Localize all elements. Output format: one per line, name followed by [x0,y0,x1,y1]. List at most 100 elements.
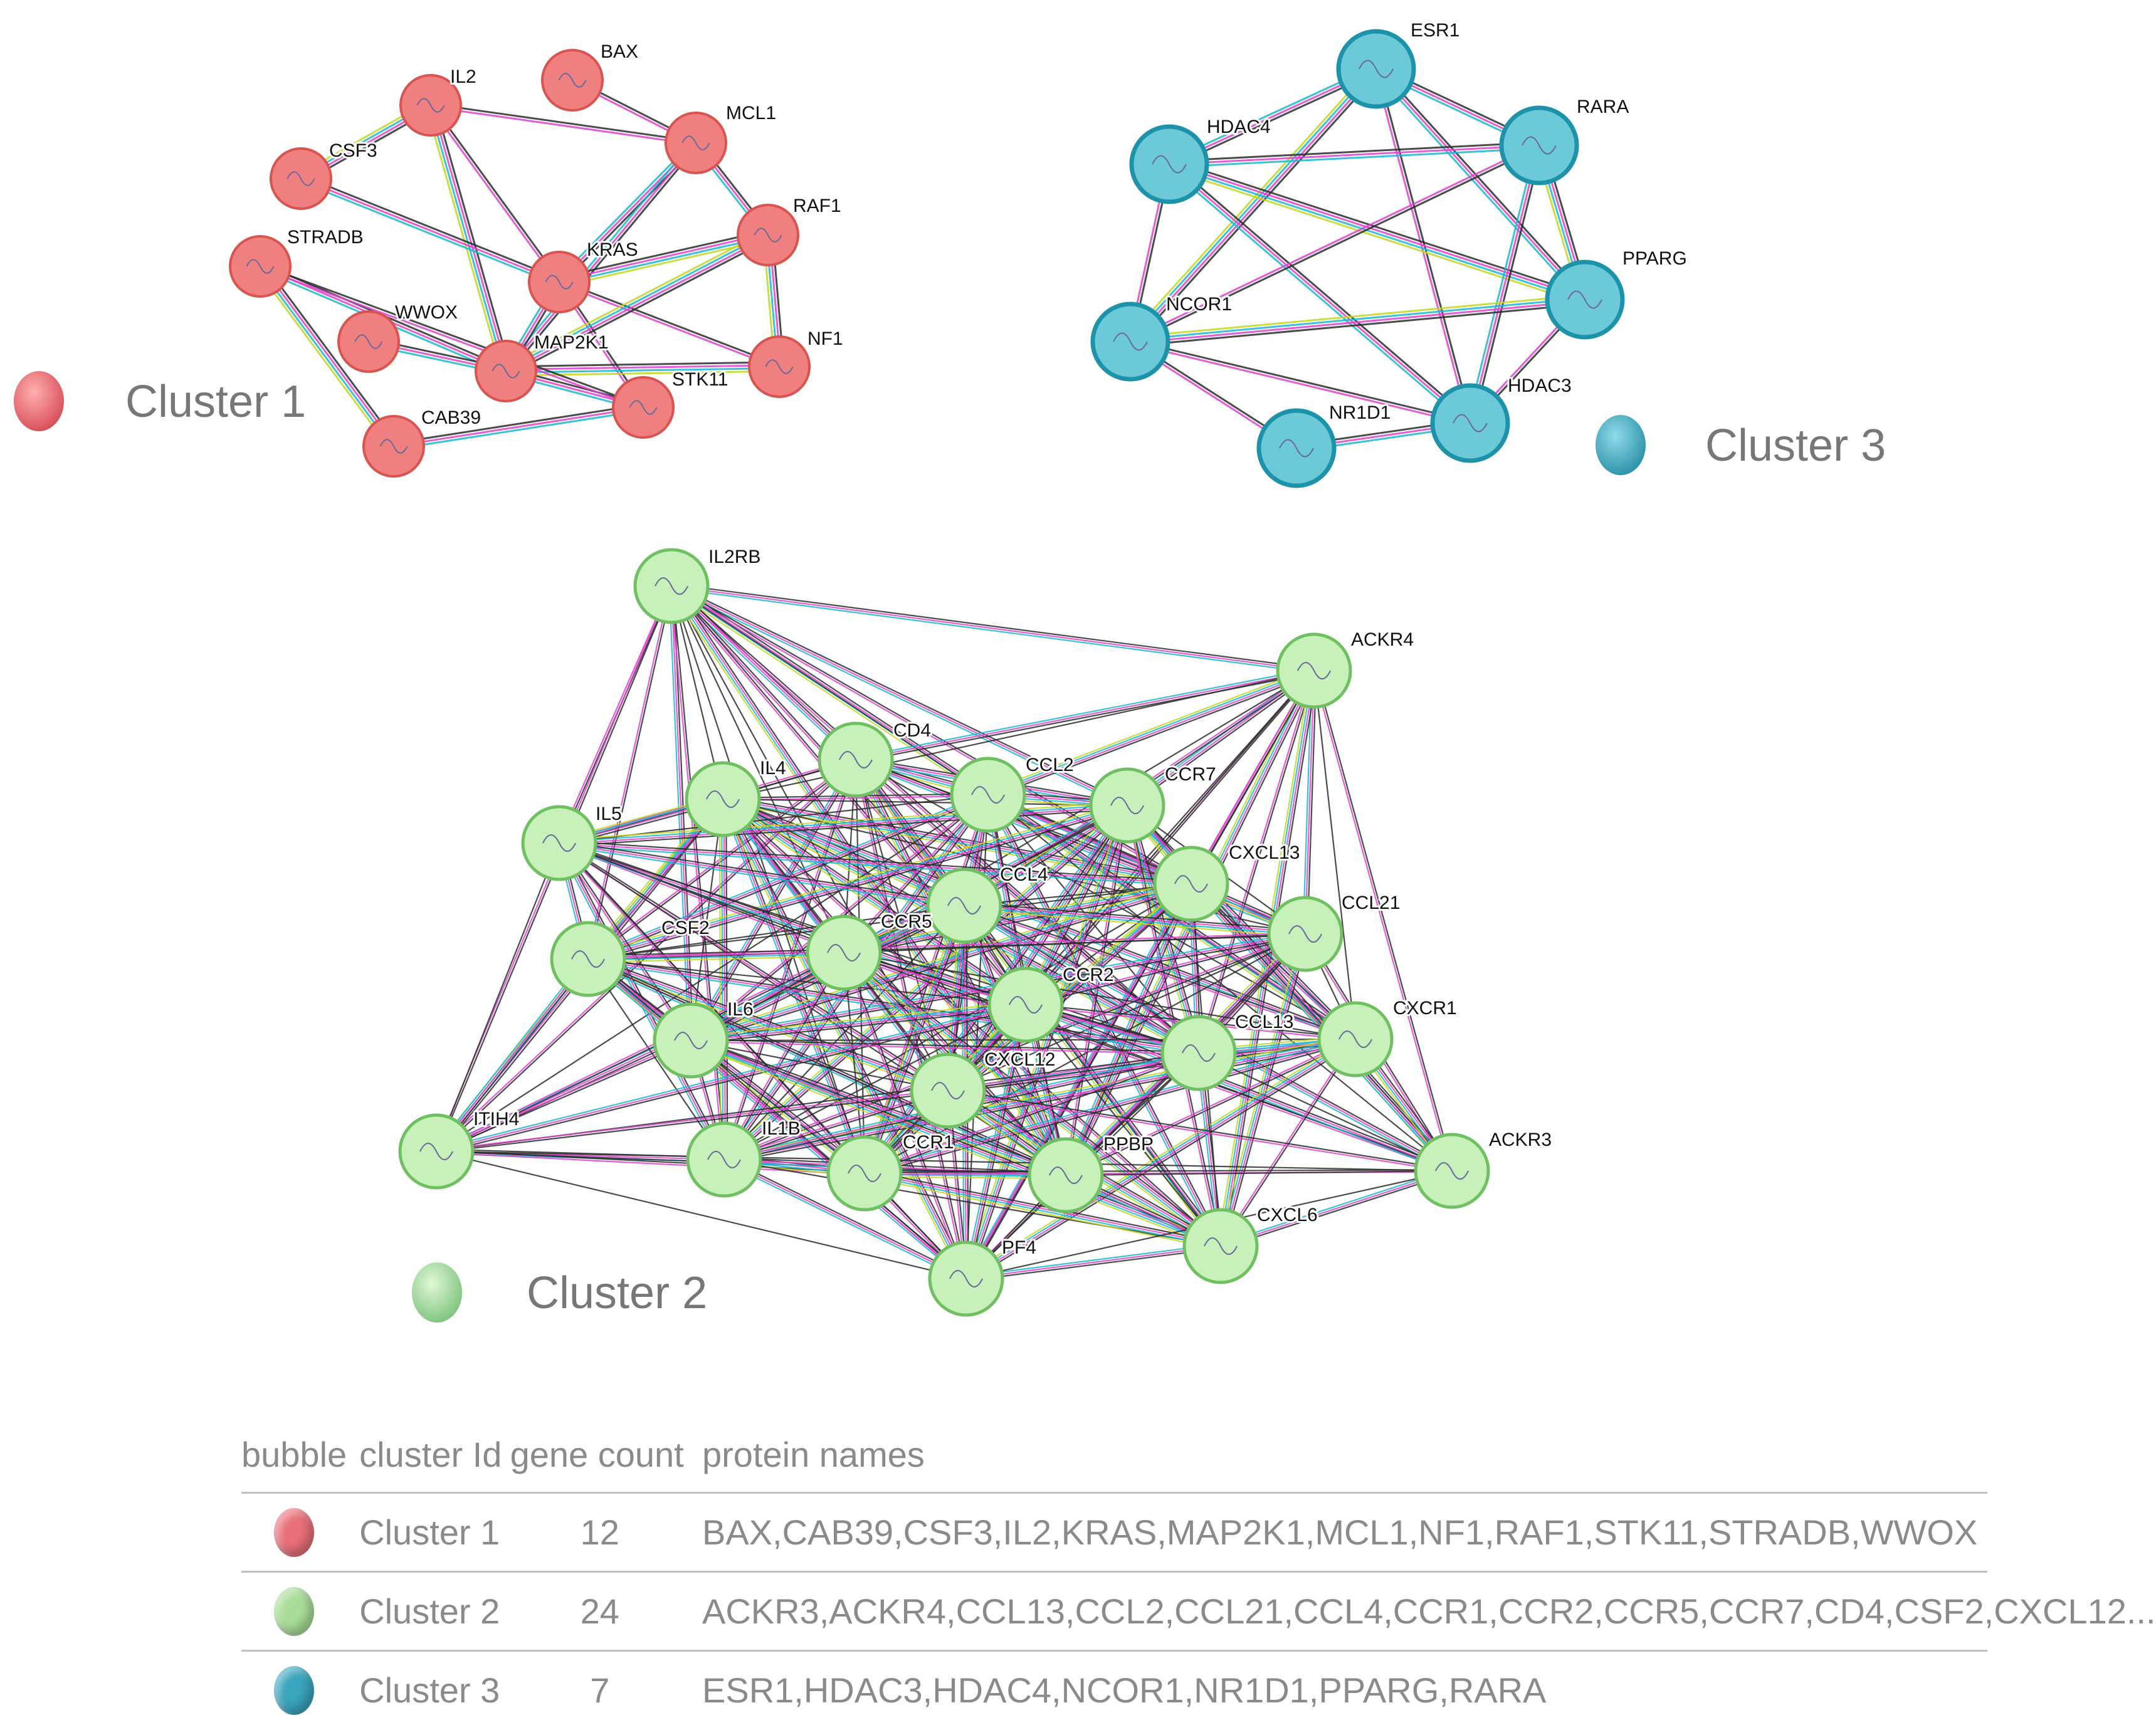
network-edge [587,932,1305,959]
network-edge [559,841,949,1091]
network-edge [436,1089,948,1151]
node-label: CXCR1 [1393,998,1457,1019]
node-csf3: CSF3 [270,139,379,210]
legend-bubble-cluster-3 [1596,415,1646,475]
node-label: ACKR3 [1489,1130,1552,1150]
network-edge [1219,933,1305,1246]
protein-structure-icon [1567,290,1602,309]
protein-structure-icon [1204,1237,1238,1255]
node-label: BAX [601,41,638,62]
node-cxcl6: CXCL6 [1182,1203,1320,1284]
network-edge [725,1156,968,1277]
protein-structure-icon [931,1081,965,1100]
node-ccr2: CCR2 [987,963,1116,1043]
node-pf4: PF4 [928,1235,1038,1317]
network-edge [724,1039,1356,1161]
protein-structure-icon [681,135,710,150]
network-edge [966,805,1129,1279]
node-nr1d1: NR1D1 [1256,401,1392,488]
network-edge [844,884,1192,955]
protein-structure-icon [1435,1161,1469,1180]
protein-structure-icon [354,334,383,349]
network-edge [505,364,779,371]
protein-structure-icon [949,1269,983,1288]
network-edge [259,266,643,410]
network-edge [558,282,779,369]
node-label: CXCL6 [1257,1205,1318,1225]
protein-structure-icon [707,1150,741,1169]
bubble-cluster-1 [274,1507,315,1557]
network-edge [864,1038,1356,1175]
protein-structure-icon [1338,1030,1372,1049]
network-edge [1377,66,1588,298]
network-edge [587,883,1192,960]
protein-structure-icon [765,359,794,374]
network-edge [589,955,950,1089]
network-edge [256,268,391,450]
network-edge [961,906,1065,1177]
protein-structure-icon [1113,332,1148,351]
network-edge [844,951,968,1279]
network-edge [1223,671,1318,1247]
network-edge [671,585,1315,672]
node-pparg: PPARG [1545,246,1689,340]
network-edge [843,951,1356,1040]
protein-structure-icon [558,73,587,88]
network-edge [1219,1168,1452,1245]
protein-structure-icon [947,896,981,915]
network-edge [557,585,671,843]
node-label: CSF2 [661,918,710,938]
network-edge [865,1169,1222,1244]
header-bubble: bubble [241,1417,347,1494]
node-nf1: NF1 [748,327,845,398]
network-edge [507,238,771,376]
network-edge [947,933,1306,1092]
network-edge [947,1091,1452,1173]
network-edge [986,667,1313,793]
network-edge [437,960,591,1153]
network-edge [506,235,769,374]
node-ccl2: CCL2 [950,753,1076,833]
node-cab39: CAB39 [362,406,483,478]
node-ackr3: ACKR3 [1414,1128,1554,1209]
network-edge [723,798,1068,1175]
node-cxcr1: CXCR1 [1317,996,1459,1077]
network-edge [1304,670,1315,935]
node-il2rb: IL2RB [633,545,762,624]
legend-label-cluster-1: Cluster 1 [125,377,306,427]
network-edge [436,958,589,1152]
network-edge [964,908,1305,938]
protein-structure-icon [246,259,275,274]
node-ccr5: CCR5 [806,909,934,991]
network-edge [430,105,696,145]
node-label: PPARG [1622,248,1687,269]
protein-structure-icon [848,1164,881,1183]
network-edge [1128,803,1358,1039]
node-il4: IL4 [685,756,788,837]
network-edge [1374,69,1470,424]
network-edge [558,229,767,279]
network-edge [962,804,1125,1278]
node-il1b: IL1B [686,1116,802,1198]
network-edge [1024,1006,1452,1174]
node-itih4: ITIH4 [398,1107,521,1190]
table-row: Cluster 2 24 ACKR3,ACKR4,CCL13,CCL2,CCL2… [241,1571,2156,1652]
network-edge [436,1040,692,1153]
network-edge [854,760,966,1279]
network-edge [966,1247,1221,1282]
protein-structure-icon [839,750,873,769]
network-edge [1466,144,1537,423]
network-edge [865,1053,1199,1175]
node-ncor1: NCOR1 [1090,292,1234,382]
network-edge [431,103,697,143]
network-edge [670,587,1127,809]
network-edge [690,1000,1026,1038]
node-label: PPBP [1103,1134,1154,1155]
network-edge [720,801,1024,1009]
network-edge [863,1036,1355,1172]
node-rara: RARA [1499,95,1631,186]
network-edge [505,142,697,372]
table-row: Cluster 1 12 BAX,CAB39,CSF3,IL2,KRAS,MAP… [241,1492,1987,1573]
network-edge [722,798,1356,1040]
network-edge [559,844,964,909]
